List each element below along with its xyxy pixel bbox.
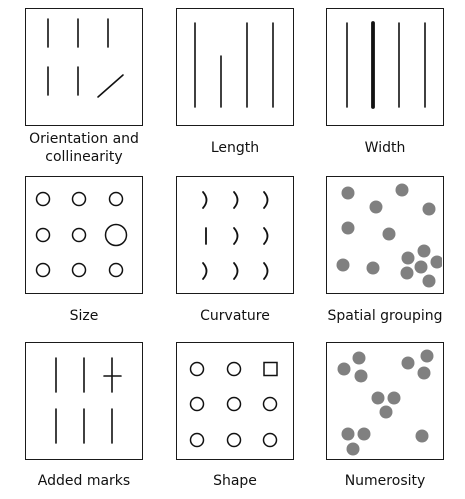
curved-mark <box>202 262 208 280</box>
panel-length <box>176 8 294 126</box>
large-circle <box>104 223 128 247</box>
dot <box>341 427 355 441</box>
caption-length: Length <box>210 140 260 156</box>
dot <box>395 183 409 197</box>
dot <box>387 391 401 405</box>
orientation-glyphs <box>47 18 124 98</box>
caption-added-marks: Added marks <box>37 473 131 489</box>
curved-mark <box>233 191 239 209</box>
curved-mark <box>202 191 208 209</box>
panel-numerosity <box>326 342 444 460</box>
dot <box>430 255 442 269</box>
panel-width <box>326 8 444 126</box>
panel-added-marks <box>25 342 143 460</box>
circle-shape <box>226 432 242 448</box>
dot <box>354 369 368 383</box>
dot <box>420 349 434 363</box>
length-glyphs <box>194 22 274 108</box>
circle-shape <box>262 432 278 448</box>
dot <box>366 261 380 275</box>
width-glyphs <box>346 21 426 109</box>
dot <box>401 251 415 265</box>
caption-curvature: Curvature <box>200 308 270 324</box>
small-circle <box>35 262 51 278</box>
dot <box>422 202 436 216</box>
dot <box>417 366 431 380</box>
dot <box>417 244 431 258</box>
panel-spatial-grouping <box>326 176 444 294</box>
caption-numerosity: Numerosity <box>344 473 426 489</box>
small-circle <box>35 227 51 243</box>
dot <box>352 351 366 365</box>
curved-mark <box>263 227 269 245</box>
dot <box>369 200 383 214</box>
curved-mark <box>233 262 239 280</box>
circle-shape <box>226 396 242 412</box>
diagonal-line <box>97 74 124 98</box>
panel-size <box>25 176 143 294</box>
added-marks-glyphs <box>55 357 122 444</box>
panel-curvature <box>176 176 294 294</box>
dot <box>401 356 415 370</box>
dot <box>346 442 360 456</box>
circle-shape <box>262 396 278 412</box>
caption-spatial-grouping: Spatial grouping <box>327 308 443 324</box>
numerosity-glyphs <box>337 349 434 456</box>
circle-shape <box>189 432 205 448</box>
panel-orientation <box>25 8 143 126</box>
small-circle <box>71 191 87 207</box>
curved-mark <box>233 227 239 245</box>
spatial-grouping-glyphs <box>336 183 442 288</box>
shape-glyphs <box>189 361 278 448</box>
small-circle <box>71 227 87 243</box>
caption-shape: Shape <box>213 473 257 489</box>
dot <box>415 429 429 443</box>
dot <box>371 391 385 405</box>
caption-size: Size <box>69 308 99 324</box>
circle-shape <box>226 361 242 377</box>
small-circle <box>71 262 87 278</box>
dot <box>341 186 355 200</box>
square-shape <box>263 361 278 377</box>
dot <box>379 405 393 419</box>
size-glyphs <box>35 191 128 278</box>
curved-mark <box>263 191 269 209</box>
small-circle <box>108 191 124 207</box>
small-circle <box>35 191 51 207</box>
dot <box>422 274 436 288</box>
dot <box>357 427 371 441</box>
circle-shape <box>189 361 205 377</box>
dot <box>336 258 350 272</box>
panel-shape <box>176 342 294 460</box>
circle-shape <box>189 396 205 412</box>
dot <box>400 266 414 280</box>
curved-mark <box>263 262 269 280</box>
small-circle <box>108 262 124 278</box>
caption-orientation: Orientation and collinearity <box>29 131 139 165</box>
curvature-glyphs <box>202 191 269 280</box>
dot <box>337 362 351 376</box>
dot <box>341 221 355 235</box>
dot <box>414 260 428 274</box>
caption-width: Width <box>364 140 406 156</box>
dot <box>382 227 396 241</box>
